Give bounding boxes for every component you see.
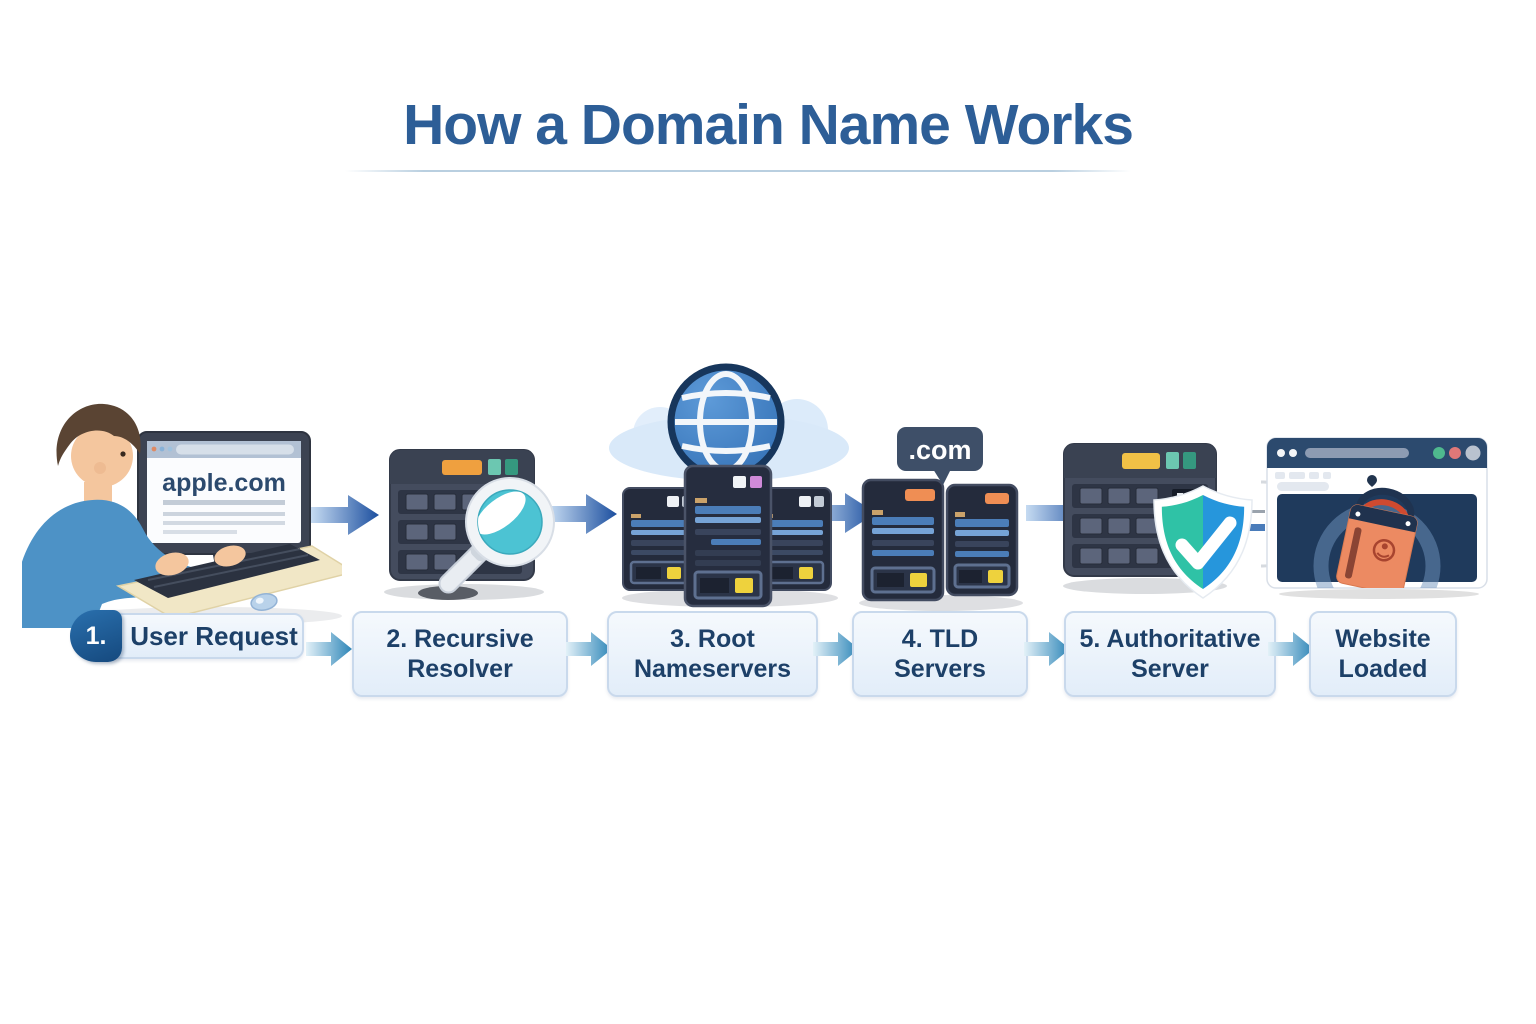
step-label-website-loaded: Website Loaded xyxy=(1309,611,1457,697)
right-arrow-icon xyxy=(1024,632,1070,666)
step-label-text: 3. Root xyxy=(670,624,755,653)
monitor-icon: apple.com xyxy=(137,431,311,581)
shopping-bag-icon xyxy=(1336,487,1418,588)
desk-keyboard-icon xyxy=(115,544,342,619)
mouse-icon xyxy=(250,593,278,611)
step-label-text: Nameservers xyxy=(633,655,792,683)
step-label-text: User Request xyxy=(130,620,298,651)
right-arrow-icon xyxy=(1268,632,1314,666)
right-arrow-icon xyxy=(808,493,876,533)
tld-bubble-text: .com xyxy=(908,435,971,465)
magnifier-icon xyxy=(438,477,555,594)
step-label-recursive-resolver: 2. Recursive Resolver xyxy=(352,611,568,697)
step-label-text: 2. Recursive xyxy=(386,624,534,653)
browser-toolbar xyxy=(1275,472,1377,491)
server-tower-icon xyxy=(945,483,1019,597)
step-label-authoritative-server: 5. Authoritative Server xyxy=(1064,611,1276,697)
step-label-text: Servers xyxy=(894,655,986,683)
step-label-text: Loaded xyxy=(1338,655,1428,683)
page-title: How a Domain Name Works xyxy=(403,93,1134,157)
server-tower-icon xyxy=(622,487,700,591)
server-with-magnifier-icon xyxy=(384,449,555,600)
step-number-badge: 1. xyxy=(70,610,122,662)
person-typing-at-monitor-icon: apple.com xyxy=(22,403,342,628)
step-label-tld-servers: 4. TLD Servers xyxy=(852,611,1028,697)
globe-cloud-server-cluster-icon xyxy=(609,363,849,608)
globe-icon xyxy=(667,363,785,481)
server-tower-icon xyxy=(683,464,773,608)
browser-window-shopping-bag-icon xyxy=(1261,437,1488,599)
right-arrow-icon xyxy=(311,495,379,535)
server-tower-icon xyxy=(861,478,945,602)
tld-com-bubble: .com xyxy=(897,427,983,485)
browser-titlebar xyxy=(1267,438,1487,468)
shield-check-icon xyxy=(1153,485,1253,599)
server-with-shield-check-icon xyxy=(1063,443,1265,599)
title-underline xyxy=(345,170,1131,172)
step-label-text: Server xyxy=(1131,655,1209,683)
step-label-text: Website xyxy=(1335,624,1431,653)
step-label-root-nameservers: 3. Root Nameservers xyxy=(607,611,818,697)
right-arrow-icon xyxy=(566,632,612,666)
step-label-text: 5. Authoritative xyxy=(1079,624,1261,653)
right-arrow-icon xyxy=(549,494,617,534)
step-label-text: 4. TLD xyxy=(901,624,979,653)
browser-url-text: apple.com xyxy=(162,469,286,497)
right-arrow-icon xyxy=(306,632,352,666)
server-pair-with-com-bubble-icon: .com xyxy=(859,427,1023,611)
website-content xyxy=(1277,487,1477,588)
step-label-text: Resolver xyxy=(407,655,513,683)
right-arrow-icon xyxy=(813,632,859,666)
step-label-user-request: User Request 1. xyxy=(70,608,306,664)
